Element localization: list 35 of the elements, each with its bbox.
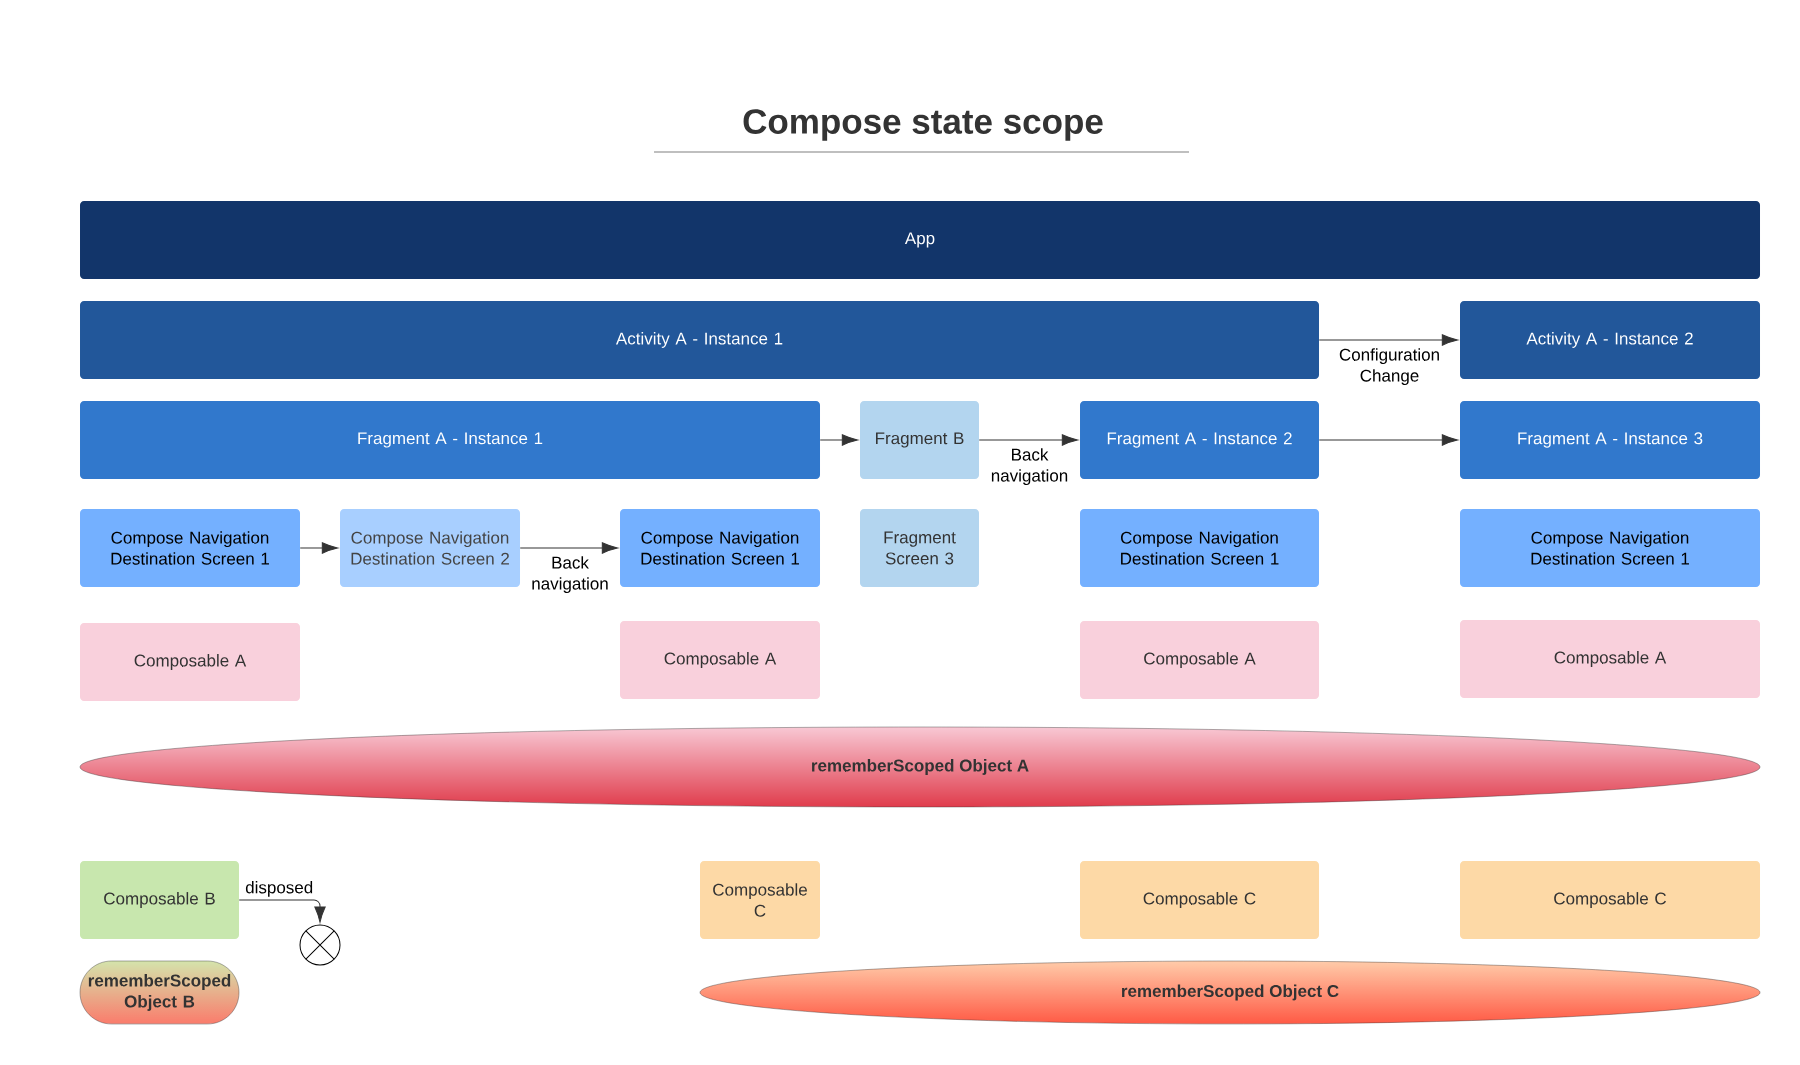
process-box: Composable C [700, 861, 820, 939]
arrow [978, 434, 1078, 446]
process-box: Activity A - Instance 1 [80, 301, 1319, 379]
process-box: Compose Navigation Destination Screen 1 [620, 509, 820, 587]
arrow [819, 434, 858, 446]
process-box: Composable B [80, 861, 239, 939]
arrow [519, 542, 618, 554]
process-box: Compose Navigation Destination Screen 2 [340, 509, 520, 587]
process-box: Composable A [80, 623, 300, 701]
process-box: Compose Navigation Destination Screen 1 [80, 509, 300, 587]
arrow [238, 899, 326, 923]
process-box: Fragment B [860, 401, 979, 479]
process-box: Composable A [620, 621, 820, 699]
process-box: App [80, 201, 1760, 279]
process-box: Composable C [1080, 861, 1319, 939]
edge-label: Configuration Change [1331, 347, 1448, 387]
process-box: Composable A [1460, 620, 1760, 698]
arrow [299, 542, 338, 554]
edge-label: disposed [244, 879, 315, 898]
rounded-box: rememberScoped Object B [79, 960, 240, 1025]
process-box: Compose Navigation Destination Screen 1 [1080, 509, 1319, 587]
process-box: Fragment A - Instance 3 [1460, 401, 1760, 479]
crossed-circle-icon [299, 924, 341, 966]
arrow [1318, 334, 1458, 346]
title: Compose state scope [743, 109, 1103, 141]
process-box: Activity A - Instance 2 [1460, 301, 1760, 379]
process-box: Fragment A - Instance 2 [1080, 401, 1319, 479]
process-box: Fragment Screen 3 [860, 509, 979, 587]
arrow [1318, 434, 1458, 446]
edge-label: Back navigation [521, 555, 619, 595]
process-box: Composable C [1460, 861, 1760, 939]
process-box: Compose Navigation Destination Screen 1 [1460, 509, 1760, 587]
process-box: Fragment A - Instance 1 [80, 401, 820, 479]
edge-label: Back navigation [981, 447, 1078, 487]
process-box: Composable A [1080, 621, 1319, 699]
